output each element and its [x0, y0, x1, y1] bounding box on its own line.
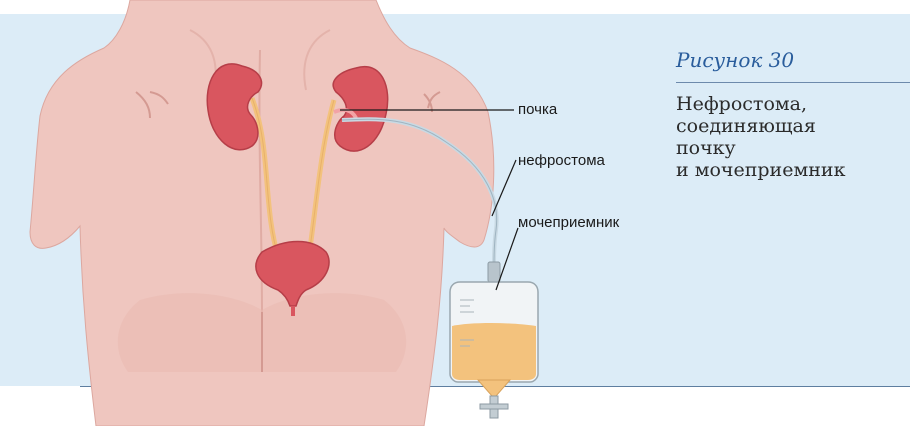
- title-divider: [676, 82, 910, 83]
- urine-bag-leader-line: [496, 228, 518, 290]
- bag-funnel: [478, 380, 510, 396]
- figure-number: Рисунок 30: [676, 48, 794, 72]
- label-urine-bag: мочеприемник: [518, 214, 619, 231]
- label-nephrostomy: нефростома: [518, 152, 605, 169]
- label-kidney: почка: [518, 101, 557, 118]
- nephrostomy-leader-line: [492, 160, 516, 216]
- urine-fill: [452, 323, 536, 380]
- drain-valve-handle: [480, 404, 508, 409]
- figure-caption: Нефростома, соединяющая почку и мочеприе…: [676, 93, 906, 181]
- bag-connector: [488, 262, 500, 282]
